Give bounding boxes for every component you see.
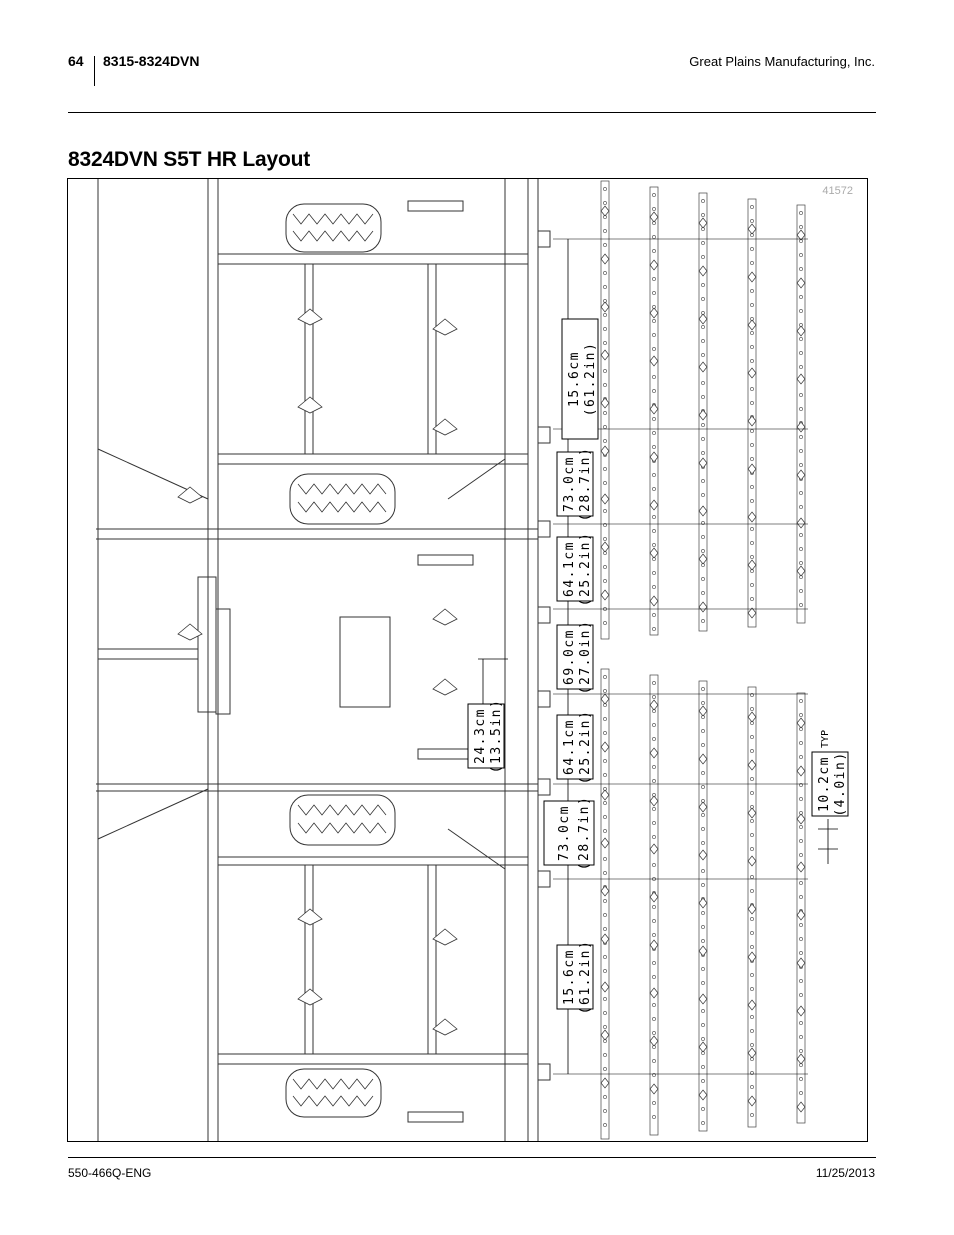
dimension-labels: 15.6cm (61.2in) 73.0cm (28.7in) 64.1cm (…	[467, 318, 849, 1015]
dim-4-imperial: (27.0in)	[578, 620, 593, 695]
footer-rule	[68, 1157, 876, 1158]
figure-id: 41572	[822, 185, 853, 197]
dim-9-metric: 10.2cm	[817, 756, 832, 812]
dim-3-metric: 64.1cm	[562, 541, 577, 597]
harrow-bars	[600, 180, 806, 1140]
dim-5-imperial: (13.5in)	[489, 699, 504, 774]
dim-6-metric: 64.1cm	[562, 719, 577, 775]
layout-figure: 41572	[67, 178, 868, 1142]
page-number: 64	[68, 53, 84, 69]
dim-1-imperial: (61.2in)	[583, 342, 598, 417]
dim-2-metric: 73.0cm	[562, 456, 577, 512]
dim-8-imperial: (61.2in)	[578, 940, 593, 1015]
model-name: 8315-8324DVN	[103, 53, 200, 69]
dim-7-metric: 73.0cm	[557, 805, 572, 861]
dim-1-metric: 15.6cm	[567, 351, 582, 407]
typ-label: TYP	[820, 730, 831, 748]
dim-9-imperial: (4.0in)	[833, 751, 848, 816]
document-number: 550-466Q-ENG	[68, 1166, 152, 1180]
dim-2-imperial: (28.7in)	[578, 447, 593, 522]
dim-8-metric: 15.6cm	[562, 949, 577, 1005]
header-rule	[68, 112, 876, 113]
company-name: Great Plains Manufacturing, Inc.	[689, 54, 875, 69]
publication-date: 11/25/2013	[815, 1166, 875, 1180]
dim-5-metric: 24.3cm	[473, 708, 488, 764]
dim-3-imperial: (25.2in)	[578, 532, 593, 607]
header-divider	[94, 56, 95, 86]
dim-7-imperial: (28.7in)	[577, 796, 592, 871]
page-title: 8324DVN S5T HR Layout	[68, 148, 311, 171]
dim-6-imperial: (25.2in)	[578, 710, 593, 785]
layout-drawing: 15.6cm (61.2in) 73.0cm (28.7in) 64.1cm (…	[96, 179, 849, 1141]
dim-4-metric: 69.0cm	[562, 629, 577, 685]
